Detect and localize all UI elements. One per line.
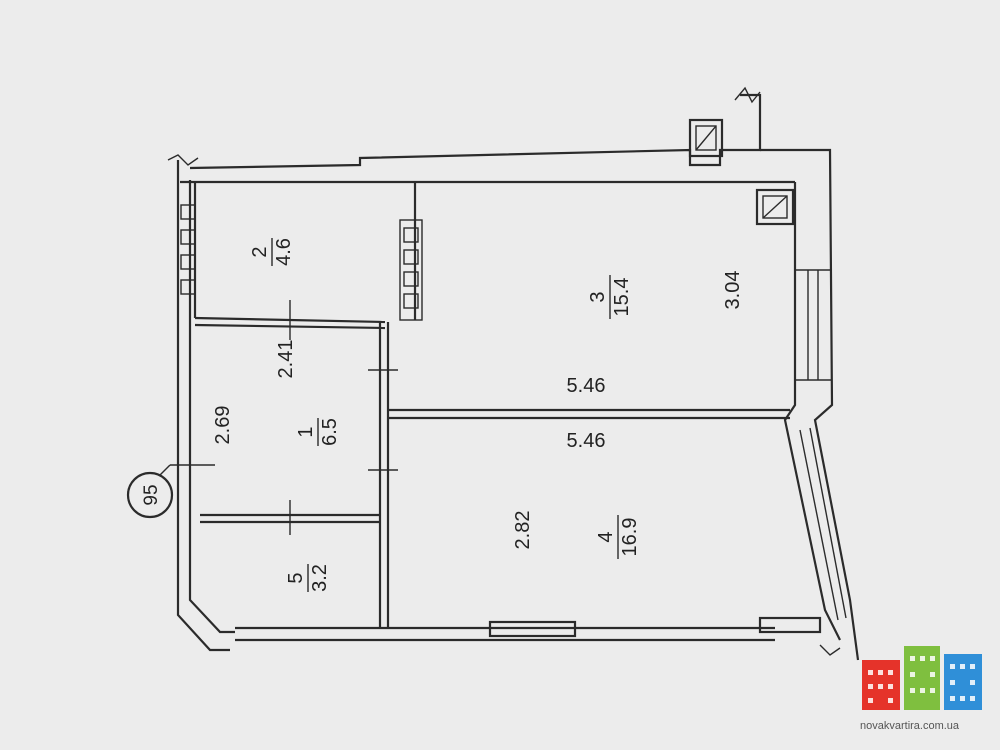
room-label-5: 5 3.2 (285, 564, 331, 592)
room-label-3: 3 15.4 (587, 275, 633, 319)
dimension-label: 2.82 (512, 511, 534, 550)
room-label-4: 4 16.9 (595, 515, 641, 559)
dimension-label: 2.41 (275, 340, 297, 379)
outer-walls (167, 86, 860, 661)
room-area: 3.2 (309, 564, 331, 592)
room-number: 5 (285, 572, 307, 583)
radiator-blocks (180, 204, 423, 321)
room-number: 4 (595, 531, 617, 542)
ventilation-shaft-icon (688, 118, 795, 226)
room-area: 15.4 (611, 278, 633, 317)
room-number: 3 (587, 291, 609, 302)
logo-blue-block (944, 654, 982, 710)
room-number: 1 (295, 426, 317, 437)
room-area: 16.9 (619, 518, 641, 557)
axis-marker: 95 (126, 464, 174, 519)
site-logo-icon (862, 646, 982, 710)
room-number: 2 (249, 246, 271, 257)
dimension-label: 3.04 (722, 271, 744, 310)
watermark-text: novakvartira.com.ua (860, 720, 960, 732)
dimension-label: 5.46 (567, 375, 606, 397)
dimension-label: 2.69 (212, 406, 234, 445)
dimension-label: 5.46 (567, 430, 606, 452)
room-area: 6.5 (319, 418, 341, 446)
room-label-2: 2 4.6 (249, 238, 295, 266)
logo-green-block (904, 646, 940, 710)
room-area: 4.6 (273, 238, 295, 266)
room-label-1: 1 6.5 (295, 418, 341, 446)
axis-tag: 95 (141, 484, 162, 505)
